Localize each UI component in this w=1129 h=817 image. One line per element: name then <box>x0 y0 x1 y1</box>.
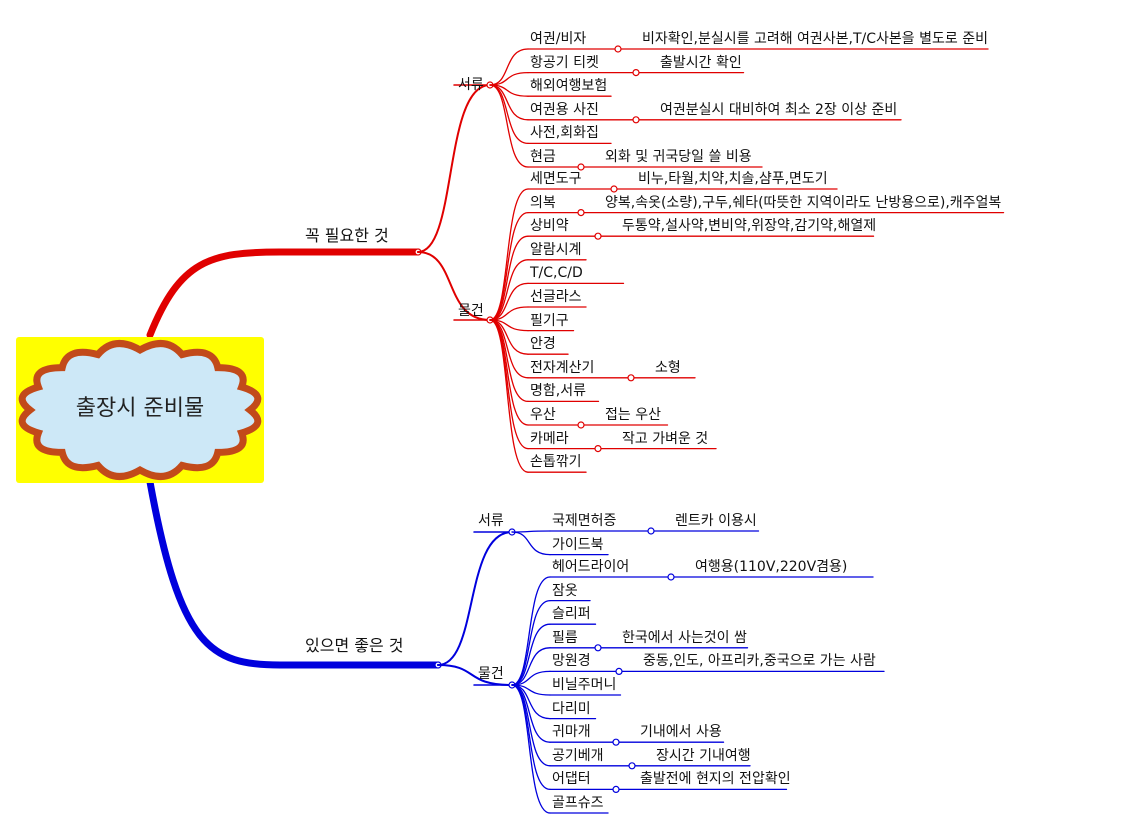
item-nice-1-9-label[interactable]: 어댑터 <box>552 771 591 788</box>
item-nice-1-6-label[interactable]: 다리미 <box>552 700 591 717</box>
item-required-1-6-label[interactable]: 필기구 <box>530 312 569 329</box>
item-nice-1-10-connector <box>511 684 551 814</box>
note-nice-0-0-label[interactable]: 렌트카 이용시 <box>675 513 757 529</box>
item-nice-1-1-label[interactable]: 잠옷 <box>552 582 578 599</box>
group-nice-0-connector <box>437 531 513 666</box>
item-nice-1-7-label[interactable]: 귀마개 <box>552 724 591 741</box>
item-required-1-3-connector <box>489 259 529 321</box>
note-required-0-3-label[interactable]: 여권분실시 대비하여 최소 2장 이상 준비 <box>660 101 898 118</box>
item-nice-1-4-node[interactable] <box>615 667 623 676</box>
branch-nice-line <box>146 478 442 669</box>
item-required-0-4-label[interactable]: 사전,회화집 <box>530 125 599 142</box>
item-nice-1-0-connector <box>511 576 551 686</box>
item-required-1-5-label[interactable]: 선글라스 <box>530 289 582 305</box>
item-required-1-10-label[interactable]: 우산 <box>530 407 556 423</box>
item-required-1-0-node[interactable] <box>610 185 618 193</box>
note-required-1-10-label[interactable]: 접는 우산 <box>605 407 661 423</box>
item-nice-0-0-node[interactable] <box>647 527 655 535</box>
item-required-0-1-label[interactable]: 항공기 티켓 <box>530 54 599 71</box>
item-nice-1-8-label[interactable]: 공기베개 <box>552 747 604 764</box>
item-required-0-5-node[interactable] <box>577 163 585 171</box>
item-required-1-11-label[interactable]: 카메라 <box>530 430 569 447</box>
branch-nice-label[interactable]: 있으면 좋은 것 <box>305 636 404 655</box>
item-nice-1-9-node[interactable] <box>612 785 620 794</box>
item-required-1-1-node[interactable] <box>577 209 585 217</box>
item-required-1-12-connector <box>489 319 529 473</box>
note-required-1-8-label[interactable]: 소형 <box>655 359 681 376</box>
item-required-1-1-label[interactable]: 의복 <box>530 194 556 211</box>
item-required-1-4-label[interactable]: T/C,C/D <box>530 265 583 282</box>
item-nice-0-1-connector <box>511 531 551 556</box>
item-required-0-3-node[interactable] <box>632 116 640 124</box>
note-nice-1-8-label[interactable]: 장시간 기내여행 <box>656 747 751 764</box>
item-required-1-7-label[interactable]: 안경 <box>530 336 556 353</box>
note-nice-1-7-label[interactable]: 기내에서 사용 <box>640 724 722 741</box>
item-required-1-8-label[interactable]: 전자계산기 <box>530 359 595 376</box>
item-required-0-5-connector <box>489 84 529 168</box>
item-required-0-0-node[interactable] <box>614 45 622 53</box>
note-nice-1-0-label[interactable]: 여행용(110V,220V겸용) <box>695 559 848 575</box>
group-nice-0-label[interactable]: 서류 <box>478 513 504 529</box>
note-required-1-11-label[interactable]: 작고 가벼운 것 <box>622 430 709 447</box>
group-required-0-connector <box>417 84 491 253</box>
item-nice-1-4-label[interactable]: 망원경 <box>552 653 591 670</box>
item-nice-0-1-label[interactable]: 가이드북 <box>552 536 604 553</box>
cloud-outline <box>18 340 262 480</box>
item-nice-1-3-node[interactable] <box>594 644 602 652</box>
item-required-0-5-label[interactable]: 현금 <box>530 149 556 165</box>
group-required-0-label[interactable]: 서류 <box>458 77 484 93</box>
branch-required-line <box>146 248 422 339</box>
item-required-1-2-label[interactable]: 상비약 <box>530 218 569 235</box>
note-required-1-2-label[interactable]: 두통약,설사약,변비약,위장약,감기약,해열제 <box>622 218 877 235</box>
item-required-1-2-connector <box>489 235 529 321</box>
note-required-1-1-label[interactable]: 양복,속옷(소량),구두,쉐타(따뜻한 지역이라도 난방용으로),캐주얼복 <box>605 194 1002 211</box>
note-required-0-1-label[interactable]: 출발시간 확인 <box>660 54 742 71</box>
item-nice-0-0-label[interactable]: 국제면허증 <box>552 513 617 529</box>
item-nice-1-8-node[interactable] <box>628 762 636 770</box>
item-required-1-11-node[interactable] <box>594 445 602 453</box>
item-required-0-0-label[interactable]: 여권/비자 <box>530 31 587 47</box>
item-required-1-10-node[interactable] <box>577 421 585 429</box>
item-required-1-0-connector <box>489 188 529 321</box>
note-required-0-0-label[interactable]: 비자확인,분실시를 고려해 여권사본,T/C사본을 별도로 준비 <box>642 31 988 47</box>
item-required-1-8-node[interactable] <box>627 374 635 382</box>
item-nice-1-5-label[interactable]: 비닐주머니 <box>552 677 617 693</box>
group-nice-1-label[interactable]: 물건 <box>478 666 504 682</box>
group-required-1-connector <box>417 251 491 321</box>
item-nice-1-0-node[interactable] <box>667 573 675 581</box>
branch-required-label[interactable]: 꼭 필요한 것 <box>305 226 389 245</box>
item-nice-1-3-label[interactable]: 필름 <box>552 629 578 646</box>
item-required-1-9-label[interactable]: 명함,서류 <box>530 383 586 400</box>
item-nice-1-2-connector <box>511 623 551 686</box>
item-required-0-2-label[interactable]: 해외여행보험 <box>530 78 608 95</box>
root-title: 출장시 준비물 <box>75 396 205 421</box>
item-nice-1-0-label[interactable]: 헤어드라이어 <box>552 559 630 575</box>
item-nice-1-2-label[interactable]: 슬리퍼 <box>552 606 591 623</box>
item-required-1-0-label[interactable]: 세면도구 <box>530 171 582 187</box>
note-nice-1-4-label[interactable]: 중동,인도, 아프리카,중국으로 가는 사람 <box>643 653 876 670</box>
item-required-0-1-node[interactable] <box>632 68 640 77</box>
item-nice-1-7-node[interactable] <box>612 738 620 746</box>
item-required-0-3-label[interactable]: 여권용 사진 <box>530 101 599 118</box>
item-nice-1-10-label[interactable]: 골프슈즈 <box>552 795 604 811</box>
item-required-1-3-label[interactable]: 알람시계 <box>530 241 582 258</box>
item-required-1-12-label[interactable]: 손톱깎기 <box>530 454 582 471</box>
item-required-1-1-connector <box>489 211 529 321</box>
group-required-1-label[interactable]: 물건 <box>458 303 484 319</box>
note-nice-1-9-label[interactable]: 출발전에 현지의 전압확인 <box>640 771 791 788</box>
item-required-1-2-node[interactable] <box>594 232 602 240</box>
item-nice-1-1-connector <box>511 599 551 686</box>
note-required-1-0-label[interactable]: 비누,타월,치약,치솔,샴푸,면도기 <box>638 171 828 187</box>
note-required-0-5-label[interactable]: 외화 및 귀국당일 쓸 비용 <box>605 149 752 165</box>
note-nice-1-3-label[interactable]: 한국에서 사는것이 쌈 <box>622 629 747 646</box>
